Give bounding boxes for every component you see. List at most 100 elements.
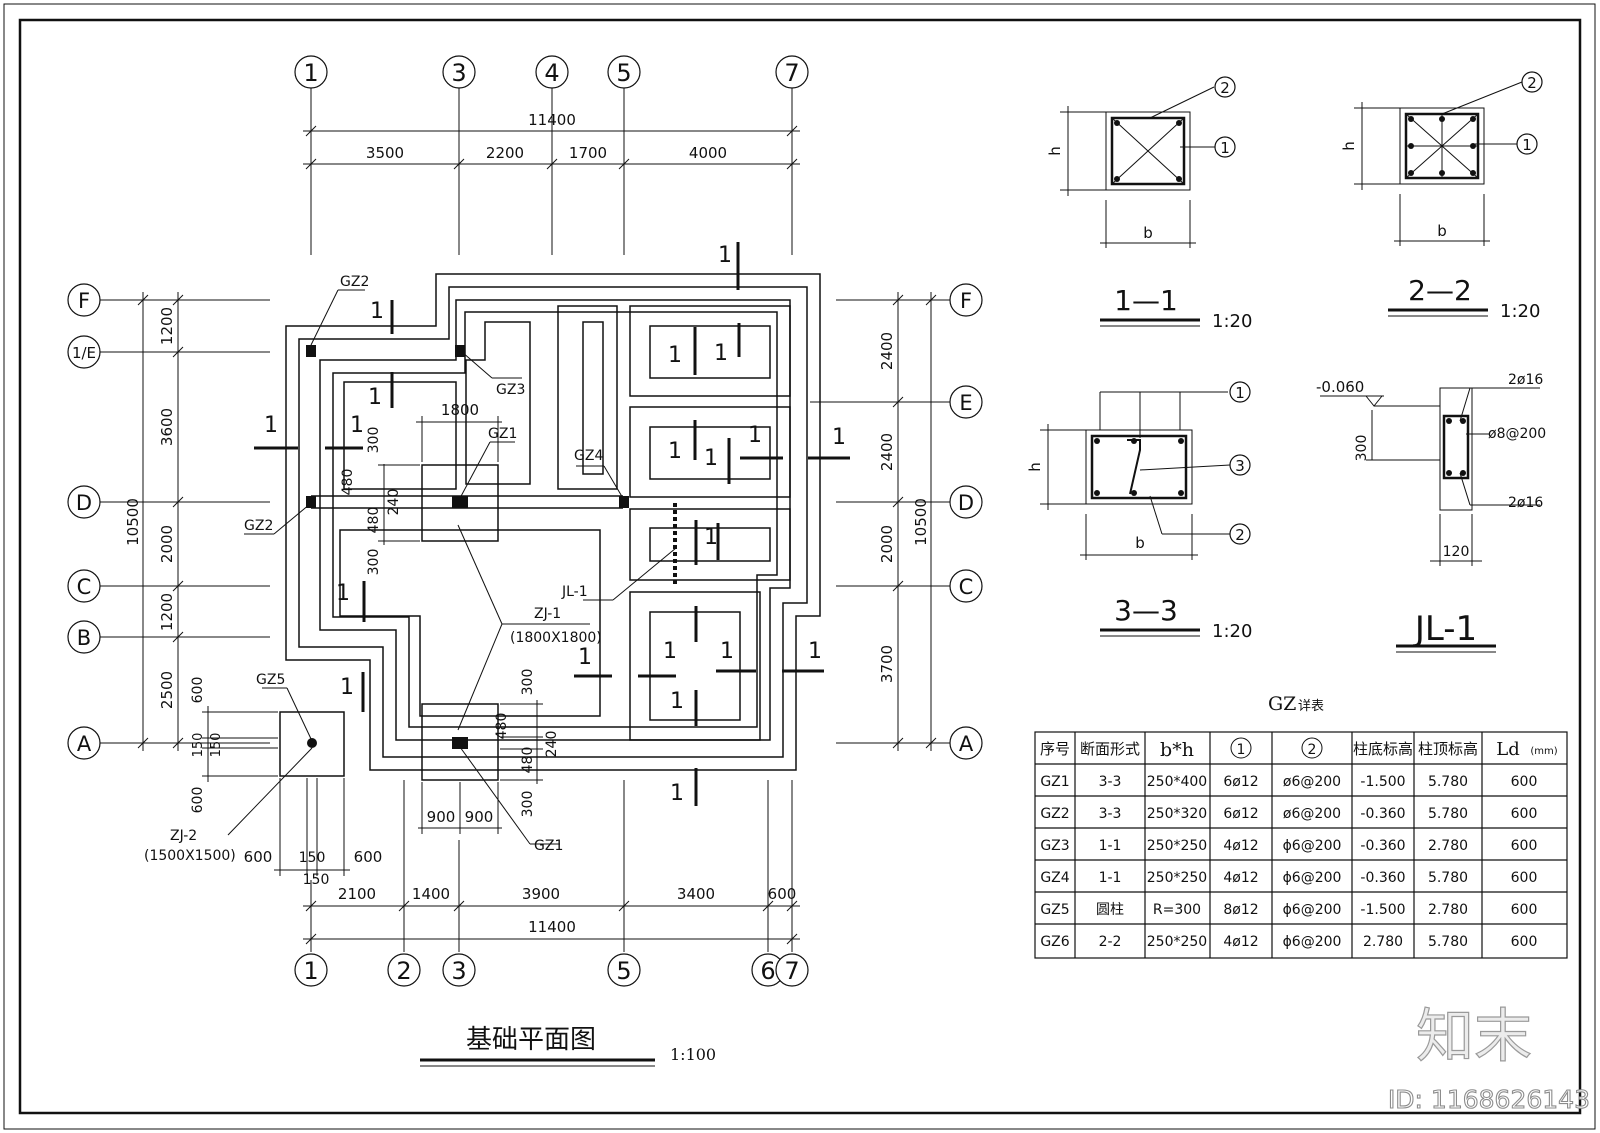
table-cell: ø6@200: [1283, 774, 1341, 790]
table-cell: 2.780: [1363, 934, 1403, 950]
section-mark-label: 1: [832, 425, 846, 450]
table-cell: ϕ6@200: [1283, 934, 1342, 950]
gz5-column-dot: [307, 738, 317, 748]
gz-table-header: 序号: [1040, 740, 1070, 758]
watermark-logo: 知末: [1416, 1002, 1532, 1070]
table-cell: R=300: [1153, 902, 1201, 918]
gz-table-header: 柱底标高: [1353, 740, 1413, 758]
left-axis-B: B: [77, 626, 91, 650]
table-cell: ϕ6@200: [1283, 902, 1342, 918]
foundation-plan: 1 3 4 5 7 11400 3500 2200 1700 4000: [67, 55, 983, 1067]
section-1-callout: 1: [1220, 139, 1230, 157]
zj1-footings: [279, 464, 499, 781]
table-cell: 600: [1511, 934, 1538, 950]
table-cell: 250*250: [1147, 838, 1207, 854]
gz-leaders: [227, 289, 677, 845]
top-axis-3: 3: [451, 59, 466, 87]
table-cell: 4ø12: [1223, 838, 1258, 854]
section-mark-label: 1: [748, 423, 762, 448]
table-cell: 600: [1511, 870, 1538, 886]
table-cell: -0.360: [1360, 870, 1405, 886]
zj2-dim: 150: [299, 850, 326, 866]
right-total-dim: 10500: [912, 498, 930, 546]
bottom-axis-1: 1: [303, 957, 318, 985]
section-3-b: b: [1135, 534, 1145, 552]
zj1-dim: 900: [465, 808, 494, 826]
gz-label: GZ5: [256, 672, 285, 688]
table-cell: 250*250: [1147, 934, 1207, 950]
bottom-span-dim: 3400: [677, 885, 715, 903]
table-cell: GZ5: [1040, 902, 1069, 918]
table-cell: 6ø12: [1223, 774, 1258, 790]
table-cell: ϕ6@200: [1283, 838, 1342, 854]
section-mark-label: 1: [720, 639, 734, 664]
gz-label: GZ1: [488, 426, 517, 442]
right-axis-E: E: [959, 391, 972, 415]
left-axis-C: C: [77, 575, 92, 599]
table-cell: 250*400: [1147, 774, 1207, 790]
gz-table-header: 柱顶标高: [1418, 740, 1478, 758]
bottom-axis-7: 7: [784, 957, 799, 985]
left-axis-1E: 1/E: [72, 344, 96, 362]
bottom-span-dim: 1400: [412, 885, 450, 903]
strip-foundations: [285, 273, 821, 771]
zj1-size: (1800X1800): [510, 630, 602, 646]
section-jl-1: -0.060 300 2ø16 ø8@200 2ø16 120 JL-1: [1316, 372, 1546, 653]
sheet-inner-border: [18, 18, 1582, 1115]
table-cell: 250*250: [1147, 870, 1207, 886]
zj1-dim: 300: [520, 669, 536, 696]
section-2-title: 2—2: [1408, 274, 1472, 307]
top-axis-lines: [310, 88, 793, 255]
gz-table-title-suffix: 详表: [1298, 699, 1324, 714]
table-cell: -1.500: [1360, 902, 1405, 918]
gz-label: GZ2: [244, 518, 273, 534]
table-cell: -0.360: [1360, 838, 1405, 854]
zj2-dim: 600: [190, 787, 206, 814]
zj2-dim-lines: [202, 706, 350, 876]
section-3-title: 3—3: [1114, 594, 1178, 627]
right-axis-lines: [810, 292, 950, 751]
table-cell: 3-3: [1099, 806, 1122, 822]
zj1-dim: 240: [544, 731, 560, 758]
table-cell: GZ3: [1040, 838, 1069, 854]
section-1-scale: 1:20: [1212, 311, 1252, 332]
table-cell: 2.780: [1428, 902, 1468, 918]
zj2-dim: 150: [303, 872, 330, 888]
top-span-dim: 4000: [689, 144, 727, 162]
jl1-stirrup: ø8@200: [1488, 426, 1546, 442]
gz-table-header: 2: [1308, 742, 1317, 758]
jl1-width: 120: [1443, 544, 1470, 560]
section-1-1: 2 1 h b 1—1 1:20: [1046, 76, 1252, 332]
table-cell: GZ4: [1040, 870, 1069, 886]
section-1-b: b: [1143, 224, 1153, 242]
section-mark-label: 1: [718, 243, 732, 268]
zj2-dim: 150: [191, 733, 206, 758]
zj1-dim: 480: [366, 507, 382, 534]
left-axis-lines: [100, 292, 270, 751]
section-mark-label: 1: [264, 413, 278, 438]
zj1-dim: 480: [340, 469, 356, 496]
section-2-2: 2 1 h b 2—2 1:20: [1340, 71, 1543, 322]
table-cell: 600: [1511, 902, 1538, 918]
bottom-axis-6: 6: [760, 957, 775, 985]
left-axis-F: F: [78, 289, 90, 313]
table-cell: -0.360: [1360, 806, 1405, 822]
section-mark-label: 1: [714, 341, 728, 366]
table-cell: 250*320: [1147, 806, 1207, 822]
zj1-dim: 1800: [441, 401, 479, 419]
jl1-height: 300: [1354, 435, 1370, 462]
section-mark-label: 1: [350, 413, 364, 438]
jl1-title: JL-1: [1413, 609, 1477, 649]
top-span-dim: 1700: [569, 144, 607, 162]
table-cell: 5.780: [1428, 774, 1468, 790]
section-mark-label: 1: [340, 675, 354, 700]
top-axis-1: 1: [303, 59, 318, 87]
section-2-callout: 2: [1527, 74, 1537, 92]
section-mark-label: 1: [808, 639, 822, 664]
table-cell: 8ø12: [1223, 902, 1258, 918]
table-cell: 600: [1511, 838, 1538, 854]
bottom-span-dim: 3900: [522, 885, 560, 903]
top-axis-5: 5: [616, 59, 631, 87]
gz-label: GZ3: [496, 382, 525, 398]
